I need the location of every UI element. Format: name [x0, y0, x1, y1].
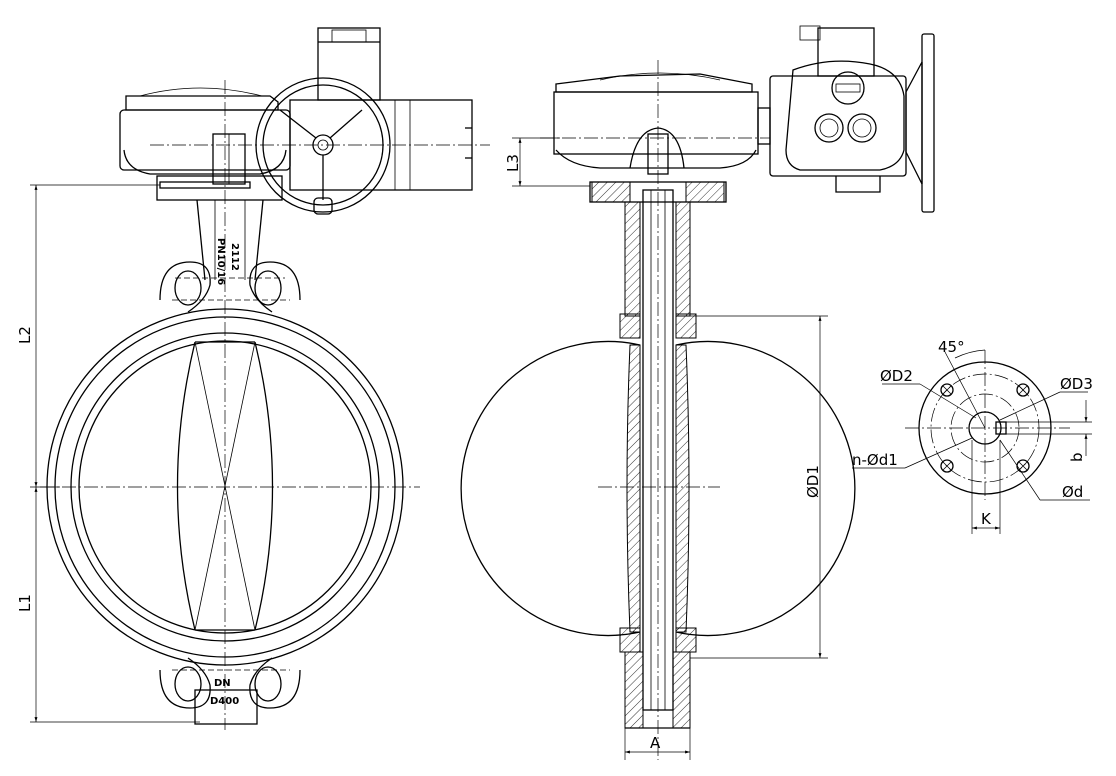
label-d: Ød	[1062, 483, 1083, 501]
label-l1: L1	[16, 594, 34, 612]
dim-l1-l2	[30, 184, 200, 723]
dim-l3	[512, 137, 590, 187]
flange-detail: 45° ØD2 ØD3 n-Ød1 b Ød K	[852, 338, 1093, 534]
label-nd1: n-Ød1	[852, 451, 898, 469]
label-a: A	[650, 734, 661, 752]
dim-d1	[690, 315, 828, 659]
base-mark-2: D400	[210, 696, 239, 707]
label-angle: 45°	[938, 338, 965, 356]
stem-mark-2: PN10/16	[215, 238, 226, 285]
front-view: 2112 PN10/16 DN D400	[16, 27, 490, 730]
side-disc	[460, 340, 856, 637]
label-l2: L2	[16, 326, 34, 344]
label-l3: L3	[504, 154, 522, 172]
label-d2: ØD2	[880, 367, 913, 385]
side-actuator	[757, 25, 935, 213]
side-gearbox	[540, 60, 770, 760]
dim-a	[624, 728, 691, 760]
front-lower-lugs	[159, 657, 301, 725]
front-actuator	[119, 27, 490, 215]
base-mark-1: DN	[214, 678, 231, 689]
side-view: L3 A ØD1	[460, 25, 935, 760]
side-stem	[591, 181, 725, 729]
label-d1: ØD1	[804, 465, 822, 498]
front-upper-lugs	[159, 261, 301, 313]
stem-mark-1: 2112	[229, 243, 240, 271]
flange-bolt-holes	[940, 383, 1030, 473]
label-d3: ØD3	[1060, 375, 1093, 393]
label-b: b	[1068, 452, 1086, 462]
label-k: K	[981, 510, 992, 528]
front-neck	[196, 199, 264, 281]
